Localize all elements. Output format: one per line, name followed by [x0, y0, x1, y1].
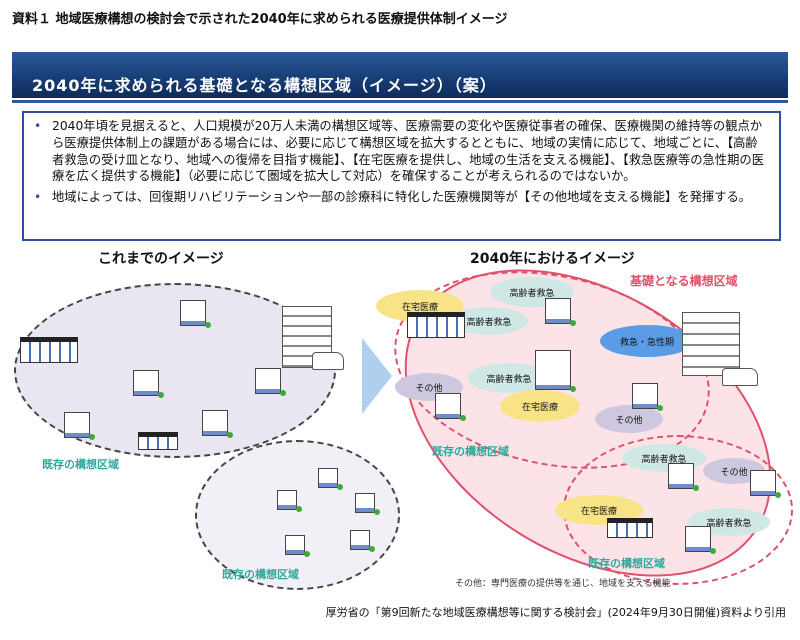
home-care-bubble: 在宅医療 [500, 390, 580, 422]
bullet-item: • 地域によっては、回復期リハビリテーションや一部の診療科に特化した医療機関等が【… [34, 189, 769, 206]
building-icon [435, 393, 466, 421]
building-icon [668, 463, 699, 491]
building-icon [277, 490, 302, 512]
building-icon [180, 300, 211, 328]
source-citation: 厚労省の「第9回新たな地域医療構想等に関する検討会」(2024年9月30日開催)… [325, 606, 786, 619]
region-label: 既存の構想区域 [42, 458, 119, 471]
region-label: 既存の構想区域 [222, 568, 299, 581]
building-icon [255, 368, 286, 396]
building-icon [750, 470, 781, 498]
bullet-icon: • [34, 119, 42, 133]
banner-title: 2040年に求められる基礎となる構想区域（イメージ）（案） [12, 52, 788, 98]
ambulance-icon [722, 368, 758, 386]
page-title: 資料１ 地域医療構想の検討会で示された2040年に求められる医療提供体制イメージ [12, 12, 508, 27]
clinic-icon [138, 432, 178, 450]
clinic-icon [407, 312, 465, 338]
legend-note: その他：専門医療の提供等を通じ、地域を支える機能 [455, 579, 671, 589]
building-icon [535, 350, 576, 392]
building-icon [318, 468, 343, 490]
bullet-item: • 2040年頃を見据えると、人口規模が20万人未満の構想区域等、医療需要の変化や… [34, 118, 769, 185]
building-icon [685, 526, 716, 554]
bullet-icon: • [34, 190, 42, 205]
left-heading: これまでのイメージ [98, 251, 224, 267]
other-bubble: その他 [595, 405, 663, 433]
banner-underline [12, 100, 788, 103]
clinic-icon [20, 337, 78, 363]
building-icon [133, 370, 164, 398]
building-icon [350, 530, 375, 552]
base-region-label: 基礎となる構想区域 [630, 274, 738, 288]
bullet-text: 地域によっては、回復期リハビリテーションや一部の診療科に特化した医療機関等が【そ… [52, 190, 752, 205]
bullet-text: 2040年頃を見据えると、人口規模が20万人未満の構想区域等、医療需要の変化や医… [52, 119, 764, 184]
arrow-right-icon [362, 338, 392, 414]
building-icon [355, 493, 380, 515]
clinic-icon [607, 518, 653, 538]
home-care-bubble: 在宅医療 [555, 495, 643, 525]
right-heading: 2040年におけるイメージ [470, 251, 635, 267]
building-icon [545, 298, 576, 326]
region-label: 既存の構想区域 [588, 557, 665, 570]
ambulance-icon [312, 352, 344, 370]
building-icon [202, 410, 233, 438]
building-icon [285, 535, 310, 557]
building-icon [632, 383, 663, 411]
summary-box: • 2040年頃を見据えると、人口規模が20万人未満の構想区域等、医療需要の変化や… [22, 111, 781, 241]
building-icon [64, 412, 95, 440]
existing-region-ellipse [195, 440, 400, 590]
emergency-acute-bubble: 救急・急性期 [600, 325, 694, 357]
hospital-icon [682, 312, 740, 376]
region-label: 既存の構想区域 [432, 445, 509, 458]
